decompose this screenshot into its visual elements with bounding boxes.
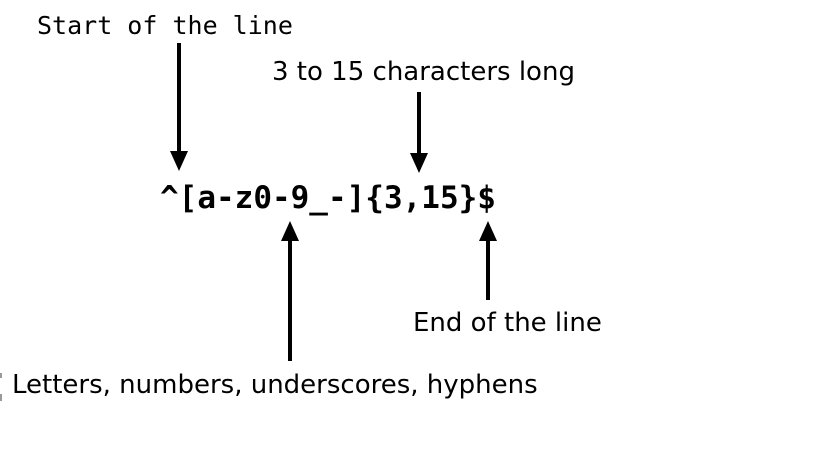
arrow-shaft [417,92,421,153]
cropped-glyph-fragment [0,394,2,401]
label-length-constraint: 3 to 15 characters long [272,57,575,87]
regex-pattern: ^[a-z0-9_-]{3,15}$ [160,180,496,216]
arrowhead-down-icon [170,151,188,171]
cropped-glyph-fragment [0,373,2,378]
label-end-of-line: End of the line [413,308,602,338]
label-character-class: Letters, numbers, underscores, hyphens [12,370,538,400]
arrowhead-up-icon [281,221,299,241]
arrow-up-end-of-line-icon [479,221,497,300]
arrow-shaft [486,241,490,300]
arrowhead-down-icon [410,153,428,173]
arrow-shaft [177,43,181,151]
arrow-down-start-of-line-icon [170,43,188,171]
arrow-up-character-class-icon [281,221,299,361]
arrowhead-up-icon [479,221,497,241]
arrow-down-length-constraint-icon [410,92,428,173]
arrow-shaft [288,241,292,361]
label-start-of-line: Start of the line [37,11,293,40]
